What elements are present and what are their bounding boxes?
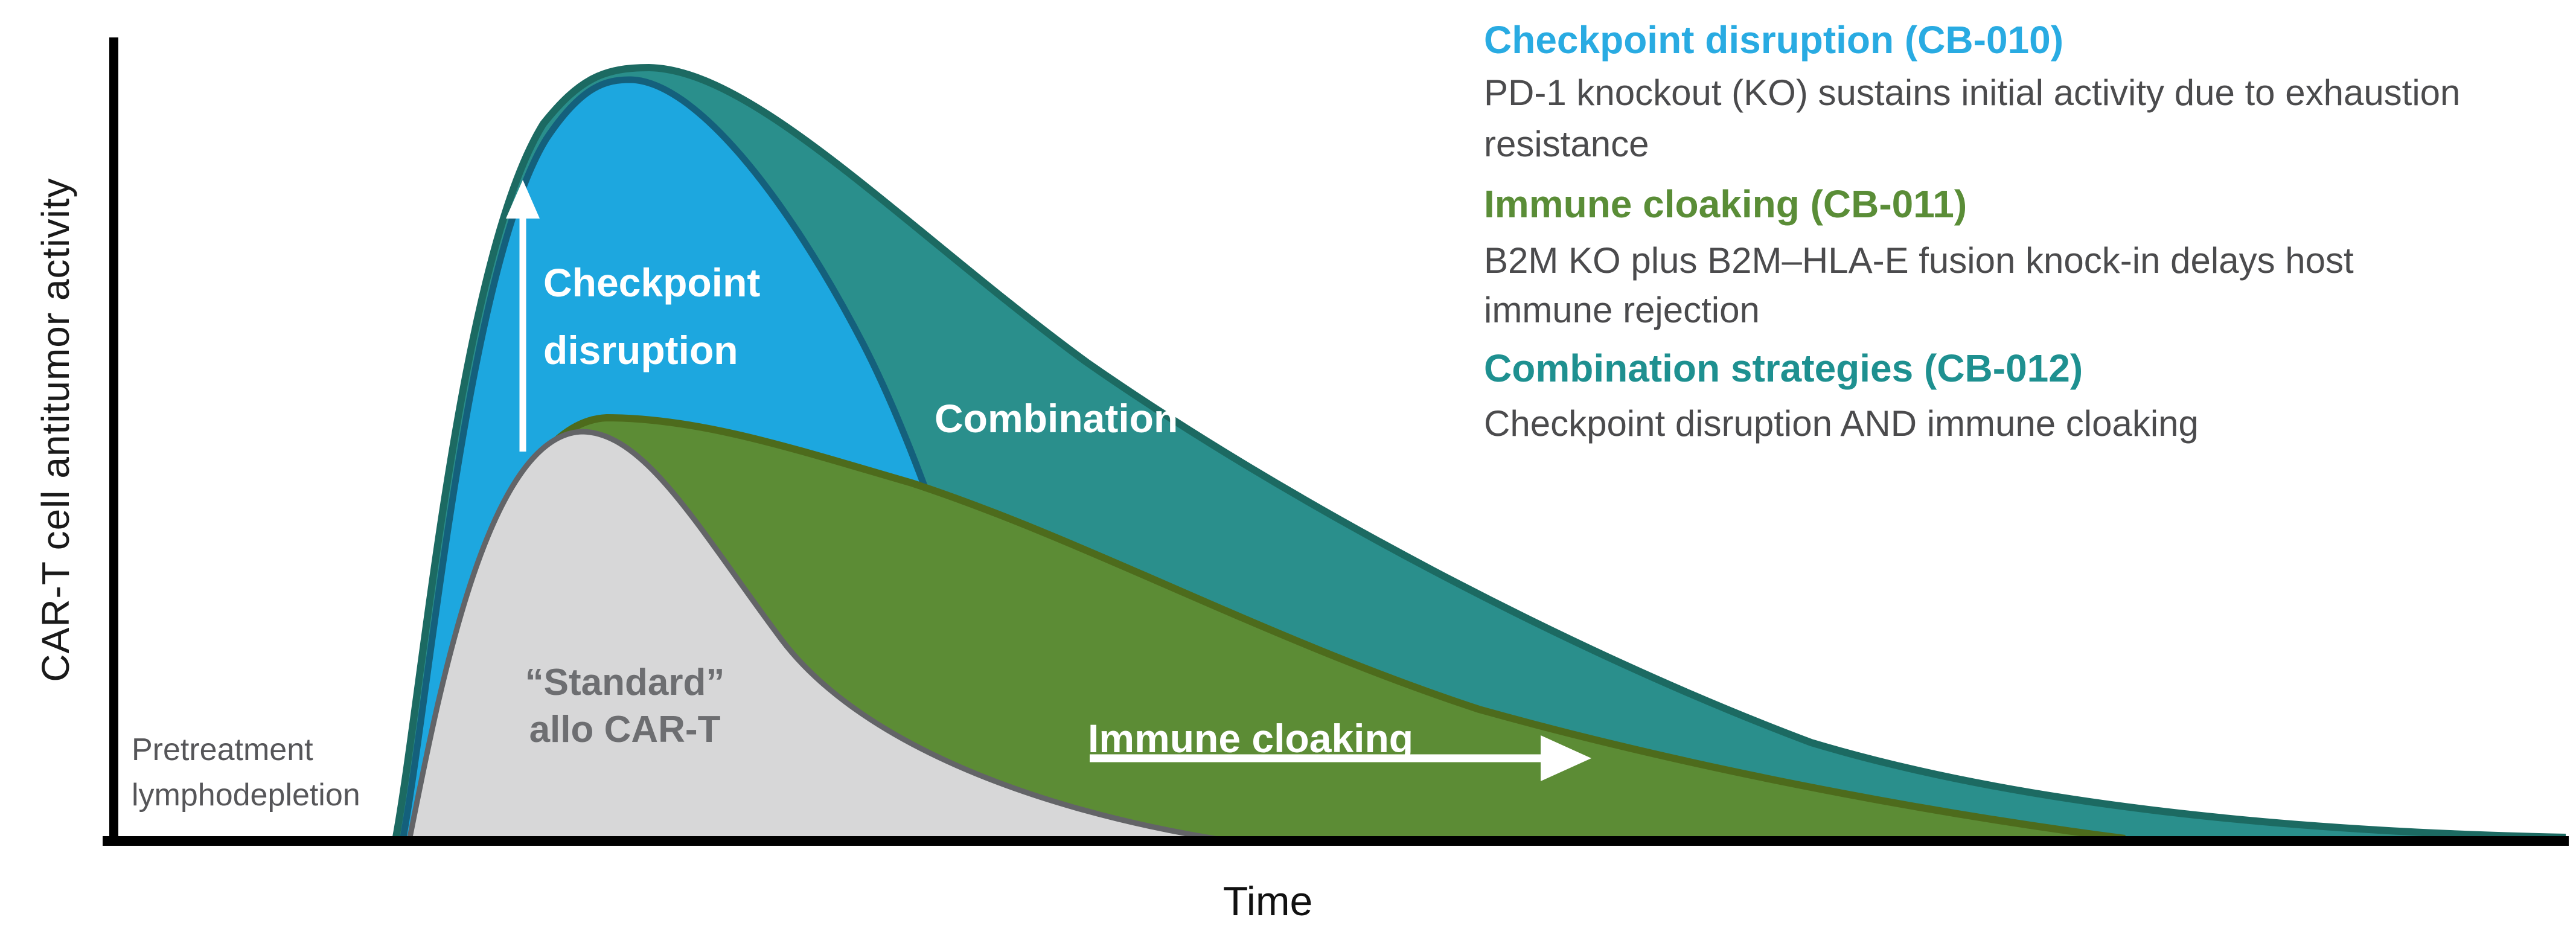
pretreatment-label: Pretreatment lymphodepletion: [132, 727, 360, 818]
standard-line2: allo CAR-T: [529, 709, 721, 750]
up-arrow-icon: [506, 180, 540, 452]
legend-title-combination: Combination strategies (CB-012): [1484, 347, 2083, 390]
legend-title-checkpoint: Checkpoint disruption (CB-010): [1484, 18, 2064, 62]
checkpoint-label-line1: Checkpoint: [543, 260, 761, 305]
standard-outline: [406, 429, 1226, 843]
pretreatment-line2: lymphodepletion: [132, 778, 360, 813]
x-axis-line: [103, 836, 2569, 846]
legend-desc-immune-cloaking-line2: immune rejection: [1484, 290, 1760, 330]
immune-cloaking-label: Immune cloaking: [1088, 716, 1414, 761]
right-arrow-icon: [1090, 735, 1591, 781]
legend-desc-checkpoint-line1: PD-1 knockout (KO) sustains initial acti…: [1484, 72, 2461, 113]
y-axis-line: [109, 37, 118, 846]
legend-title-immune-cloaking: Immune cloaking (CB-011): [1484, 182, 1967, 226]
legend-desc-immune-cloaking-line1: B2M KO plus B2M–HLA-E fusion knock-in de…: [1484, 240, 2354, 281]
legend-desc-checkpoint-line2: resistance: [1484, 124, 1649, 164]
standard-allo-cart-label: “Standard” allo CAR-T: [525, 659, 725, 753]
y-axis-label: CAR-T cell antitumor activity: [34, 177, 77, 682]
checkpoint-label-line2: disruption: [543, 328, 738, 372]
combination-label: Combination: [935, 396, 1178, 441]
x-axis-label: Time: [1222, 878, 1313, 924]
standard-line1: “Standard”: [525, 662, 725, 703]
standard-area: [409, 432, 1226, 840]
combination-outline: [392, 63, 2566, 842]
checkpoint-disruption-label: Checkpoint disruption: [543, 249, 760, 384]
legend-desc-combination-line1: Checkpoint disruption AND immune cloakin…: [1484, 403, 2199, 444]
pretreatment-line1: Pretreatment: [132, 732, 313, 767]
